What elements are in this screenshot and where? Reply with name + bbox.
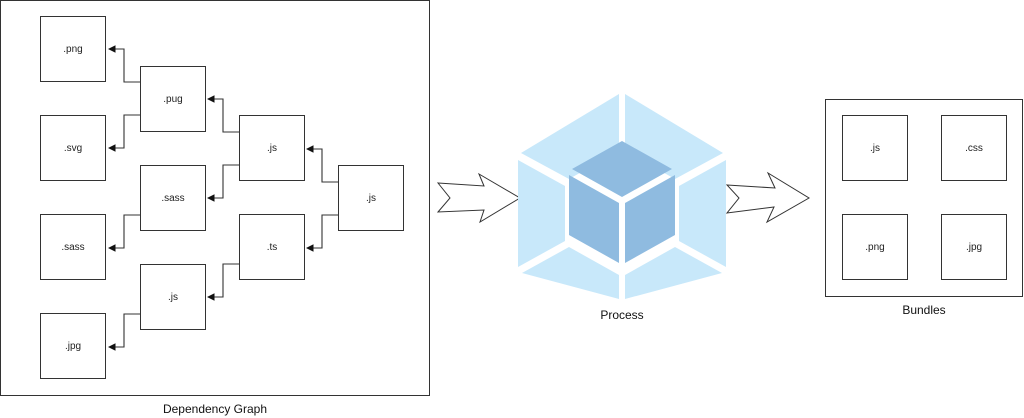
bundle-jpg[interactable]: .jpg [941, 214, 1007, 280]
webpack-cube-icon [518, 94, 726, 299]
node-js-upper[interactable]: .js [239, 115, 305, 181]
flow-arrow-process-to-bundles [725, 171, 810, 224]
edge-jsupper-pug [206, 95, 239, 133]
bundle-js[interactable]: .js [842, 115, 908, 181]
edge-ts-jslower [206, 263, 239, 301]
node-png[interactable]: .png [40, 16, 106, 82]
edge-pug-png [107, 45, 140, 83]
edge-jsentry-jsupper [305, 145, 338, 183]
bundles-caption: Bundles [902, 303, 946, 317]
process-caption: Process [600, 308, 644, 322]
node-svg[interactable]: .svg [40, 115, 106, 181]
edge-jsentry-ts [305, 214, 338, 252]
node-jpg[interactable]: .jpg [40, 313, 106, 379]
flow-arrow-graph-to-process [436, 172, 521, 224]
edge-jslower-jpg [107, 313, 140, 351]
edge-pug-svg [107, 114, 140, 152]
node-pug[interactable]: .pug [140, 66, 206, 132]
bundle-png[interactable]: .png [842, 214, 908, 280]
node-js-entry[interactable]: .js [338, 165, 404, 231]
dependency-graph-caption: Dependency Graph [162, 402, 268, 416]
edge-sassmid-sassleaf [107, 214, 140, 252]
node-sass-leaf[interactable]: .sass [40, 214, 106, 280]
bundle-css[interactable]: .css [941, 115, 1007, 181]
node-ts[interactable]: .ts [239, 214, 305, 280]
node-js-lower[interactable]: .js [140, 264, 206, 330]
edge-jsupper-sassmid [206, 164, 239, 202]
node-sass-mid[interactable]: .sass [140, 165, 206, 231]
